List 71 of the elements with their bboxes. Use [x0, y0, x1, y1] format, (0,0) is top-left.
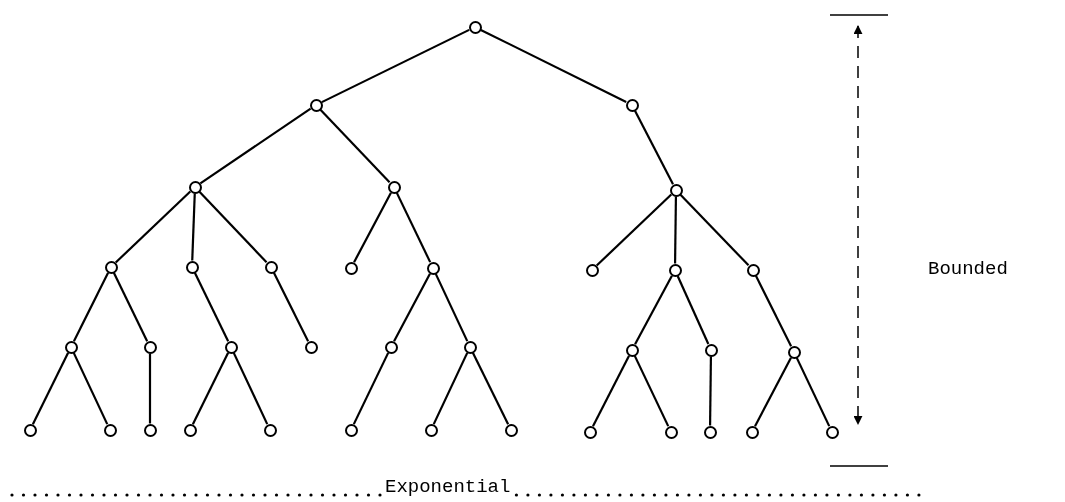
tree-node-circle: [23, 423, 37, 437]
tree-edge: [432, 352, 469, 425]
tree-node-circle: [185, 260, 199, 274]
tree-edge: [321, 28, 470, 104]
tree-edge: [72, 352, 109, 425]
tree-node-circle: [664, 425, 678, 439]
tree-edge: [393, 273, 431, 342]
tree-edge: [352, 352, 390, 425]
tree-edge: [480, 28, 627, 104]
tree-node-circle: [668, 263, 682, 277]
tree-edge: [31, 352, 70, 425]
tree-node-circle: [463, 340, 477, 354]
tree-edge: [595, 193, 673, 267]
tree-node-circle: [704, 343, 718, 357]
axis-label: Exponential: [385, 476, 511, 498]
tree-edge: [592, 355, 630, 427]
tree-node-circle: [468, 20, 482, 34]
tree-edge: [199, 107, 312, 185]
tree-edge: [72, 272, 110, 342]
tree-edge: [795, 357, 831, 427]
tree-edge: [634, 275, 673, 345]
tree-node-circle: [104, 260, 118, 274]
tree-edge: [198, 190, 268, 264]
tree-node-circle: [746, 263, 760, 277]
tree-node-circle: [583, 425, 597, 439]
tree-node-circle: [745, 425, 759, 439]
tree-node-circle: [103, 423, 117, 437]
tree-node-circle: [625, 343, 639, 357]
tree-edge: [633, 355, 670, 427]
tree-node-circle: [504, 423, 518, 437]
tree-node-circle: [387, 180, 401, 194]
tree-node-circle: [224, 340, 238, 354]
tree-node-circle: [143, 423, 157, 437]
tree-edge: [754, 357, 792, 427]
tree-edge: [395, 192, 432, 263]
tree-node-circle: [585, 263, 599, 277]
tree-node-circle: [263, 423, 277, 437]
tree-edge: [193, 272, 230, 342]
tree-edge: [434, 273, 469, 342]
tree-node-circle: [183, 423, 197, 437]
tree-node-circle: [188, 180, 202, 194]
tree-node-circle: [787, 345, 801, 359]
tree-node-circle: [426, 261, 440, 275]
tree-node-circle: [309, 98, 323, 112]
tree-edge: [709, 356, 712, 426]
tree-node-circle: [384, 340, 398, 354]
tree-node-circle: [825, 425, 839, 439]
tree-node-circle: [703, 425, 717, 439]
tree-edge: [676, 275, 710, 345]
tree-edge: [674, 196, 677, 264]
tree-node-circle: [304, 340, 318, 354]
tree-edge: [148, 353, 152, 424]
tree-node-circle: [344, 261, 358, 275]
tree-edge: [353, 192, 392, 263]
tree-node-circle: [264, 260, 278, 274]
tree-node-circle: [344, 423, 358, 437]
tree-edge: [754, 275, 793, 347]
tree-edge: [232, 352, 269, 425]
tree-edge: [471, 352, 510, 425]
tree-edge: [679, 193, 750, 267]
tree-edge: [634, 110, 674, 185]
tree-edge: [191, 193, 196, 261]
tree-node-circle: [143, 340, 157, 354]
tree-node-circle: [64, 340, 78, 354]
tree-edge: [114, 190, 192, 264]
tree-node-circle: [625, 98, 639, 112]
tree-edge: [112, 272, 149, 342]
tree-node-circle: [424, 423, 438, 437]
tree-edge: [319, 108, 391, 184]
tree-edge: [272, 272, 310, 342]
tree-edge: [191, 352, 230, 425]
